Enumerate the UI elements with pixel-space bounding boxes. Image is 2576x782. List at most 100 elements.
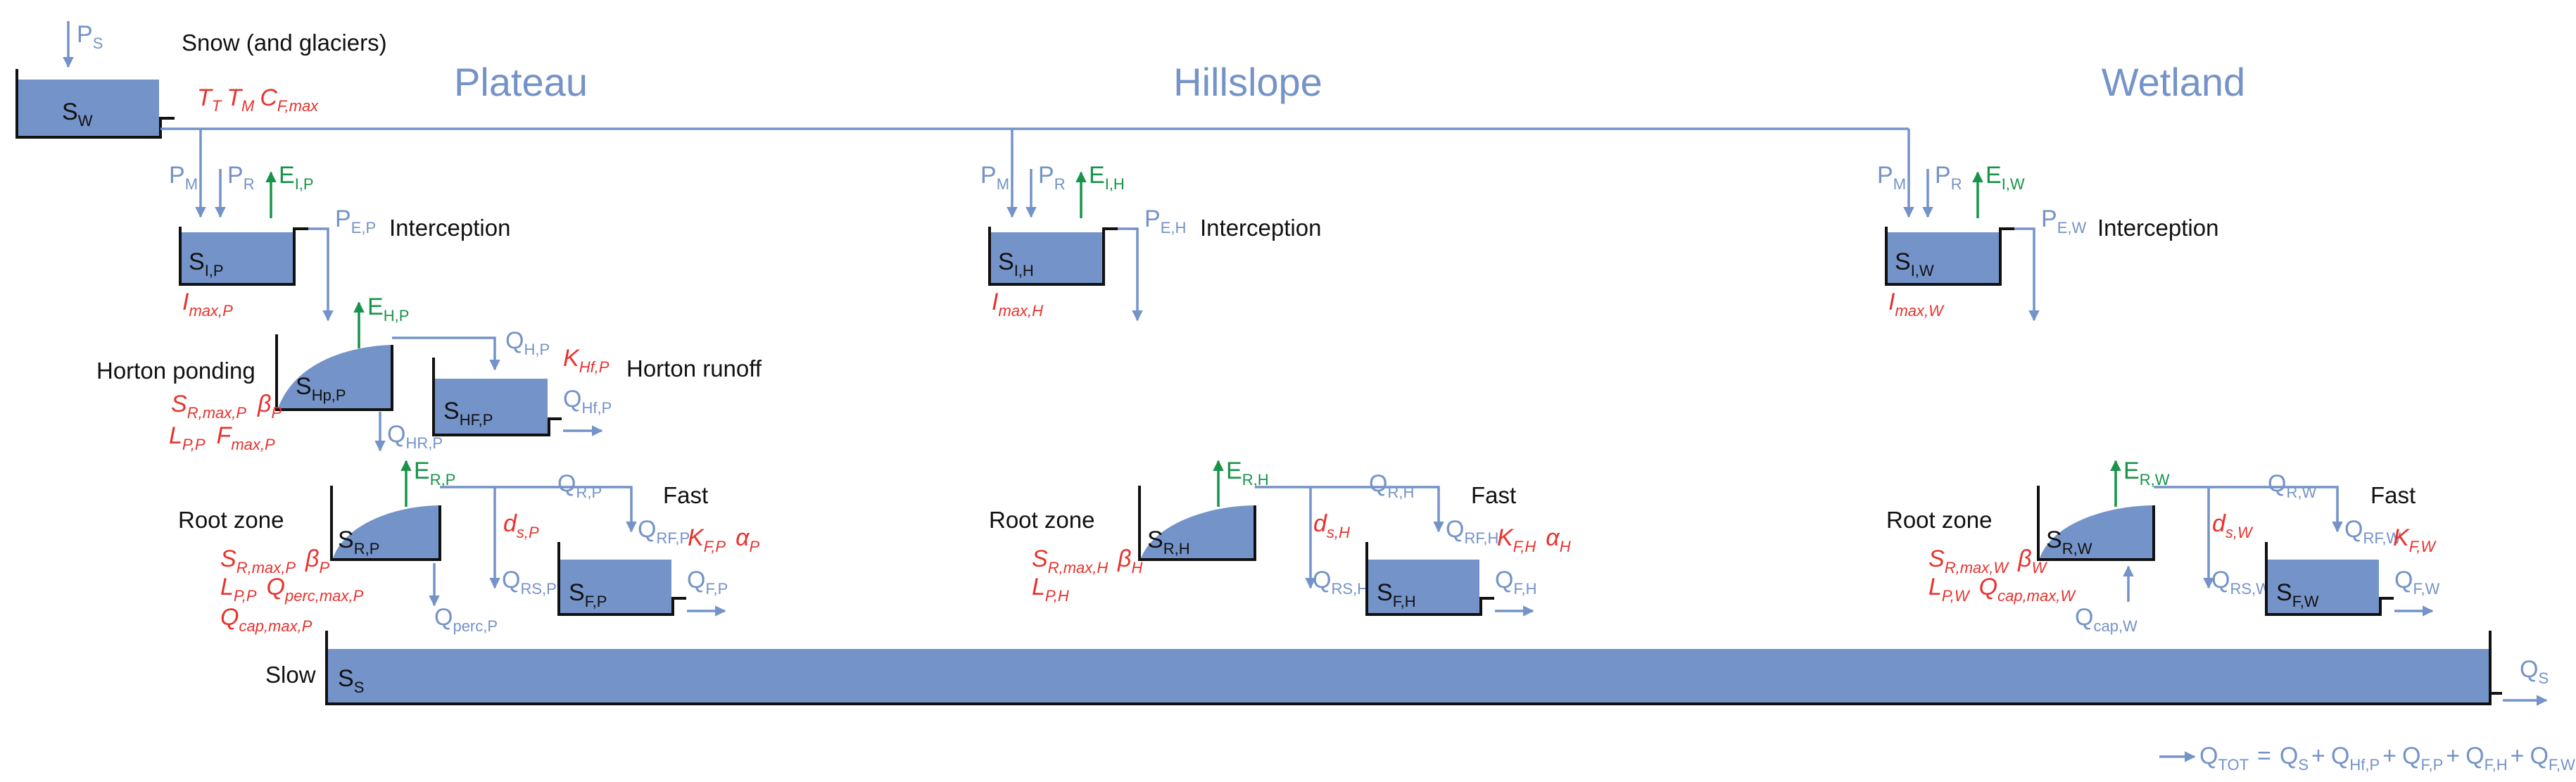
total-discharge-equation: QTOT=QS+QHf,P+QF,P+QF,H+QF,W bbox=[2159, 743, 2575, 774]
wetland-root-zone-title: Root zone bbox=[1886, 507, 1992, 533]
wetland-header: Wetland bbox=[2102, 60, 2245, 104]
hillslope-ds-label: ds,H bbox=[1313, 510, 1350, 541]
hillslope-fast-fill bbox=[1368, 560, 1479, 613]
plateau-interception-store-label: SI,P bbox=[189, 248, 224, 279]
plateau-root-wall bbox=[330, 486, 441, 561]
horton-ponding-store-label: SHp,P bbox=[296, 373, 346, 404]
plateau-fast-wall bbox=[557, 542, 686, 616]
hillslope-interception-store-label: SI,H bbox=[998, 248, 1034, 279]
plateau-interception-fill bbox=[180, 232, 293, 283]
hillslope-interception-wall bbox=[988, 227, 1118, 286]
snow-store-fill bbox=[17, 80, 159, 136]
hillslope-effective-precip-label: PE,H bbox=[1144, 206, 1186, 237]
plateau-qh-label: QH,P bbox=[505, 327, 550, 358]
plateau-qhf-label: QHf,P bbox=[563, 386, 612, 417]
hillslope-section: PM PR EI,H SI,H Imax,H PE,H Interception… bbox=[980, 129, 1571, 617]
hillslope-root-zone-title: Root zone bbox=[989, 507, 1094, 533]
plateau-imax-label: Imax,P bbox=[182, 289, 233, 320]
wetland-qrs-label: QRS,W bbox=[2211, 567, 2271, 598]
slow-section: Slow SS QS bbox=[265, 631, 2549, 706]
plateau-root-params-row3: Qcap,max,P bbox=[220, 604, 312, 635]
hillslope-imax-label: Imax,H bbox=[992, 289, 1043, 320]
plateau-ds-label: ds,P bbox=[503, 510, 539, 541]
slow-qs-label: QS bbox=[2520, 656, 2549, 687]
plateau-section: PM PR EI,P SI,P Imax,P PE,P Interception… bbox=[96, 129, 762, 635]
wetland-interception-store-label: SI,W bbox=[1895, 248, 1934, 279]
horton-fast-fill bbox=[435, 379, 548, 434]
plateau-interception-wall bbox=[179, 227, 308, 286]
hillslope-root-params-row2: LP,H bbox=[1032, 574, 1069, 605]
horton-ponding-title: Horton ponding bbox=[96, 358, 255, 384]
wetland-melt-label: PM bbox=[1877, 162, 1906, 193]
slow-store-label: SS bbox=[338, 665, 364, 696]
slow-store-fill bbox=[328, 649, 2489, 702]
plateau-qhr-label: QHR,P bbox=[387, 421, 443, 452]
hillslope-rain-label: PR bbox=[1038, 162, 1066, 193]
plateau-effective-precip-label: PE,P bbox=[335, 206, 376, 237]
hillslope-root-wall bbox=[1138, 486, 1256, 561]
hillslope-effective-precip-arrow bbox=[1118, 227, 1143, 322]
slow-store-wall bbox=[325, 631, 2502, 705]
wetland-fast-wall bbox=[2265, 542, 2394, 616]
plateau-khf-label: KHf,P bbox=[563, 345, 610, 376]
hillslope-interception-fill bbox=[990, 232, 1102, 283]
hillslope-fast-store-label: SF,H bbox=[1377, 579, 1416, 610]
plateau-qrs-label: QRS,P bbox=[502, 567, 557, 598]
plateau-qr-arrow bbox=[440, 486, 637, 533]
snow-store-label: SW bbox=[62, 99, 93, 130]
total-equation-text: QTOT=QS+QHf,P+QF,P+QF,H+QF,W bbox=[2199, 743, 2575, 774]
wetland-qf-label: QF,W bbox=[2394, 567, 2440, 598]
hillslope-qrs-label: QRS,H bbox=[1313, 567, 1368, 598]
slow-title: Slow bbox=[265, 662, 316, 688]
plateau-qf-label: QF,P bbox=[687, 567, 728, 598]
hillslope-fast-title: Fast bbox=[1471, 482, 1516, 508]
hillslope-root-store-label: SR,H bbox=[1147, 526, 1190, 557]
wetland-root-fill bbox=[2040, 505, 2152, 558]
wetland-fast-title: Fast bbox=[2370, 482, 2416, 508]
plateau-melt-label: PM bbox=[169, 162, 198, 193]
wetland-interception-wall bbox=[1885, 227, 2014, 286]
wetland-ds-label: ds,W bbox=[2212, 510, 2254, 541]
hillslope-interception-title: Interception bbox=[1200, 215, 1321, 241]
wetland-qcap-label: Qcap,W bbox=[2075, 604, 2138, 635]
plateau-root-zone-title: Root zone bbox=[178, 507, 284, 533]
wetland-interception-fill bbox=[1886, 232, 1999, 283]
wetland-effective-precip-label: PE,W bbox=[2041, 206, 2086, 237]
snow-title: Snow (and glaciers) bbox=[182, 30, 387, 56]
hillslope-beta-label: βH bbox=[1117, 545, 1142, 576]
hillslope-root-fill bbox=[1141, 505, 1254, 558]
plateau-fast-title: Fast bbox=[663, 482, 708, 508]
plateau-header: Plateau bbox=[454, 60, 588, 104]
hillslope-fast-wall bbox=[1365, 542, 1494, 616]
snow-input-label: PS bbox=[77, 21, 103, 52]
plateau-horton-overflow-arrow bbox=[392, 336, 500, 371]
plateau-qr-label: QR,P bbox=[557, 470, 602, 501]
plateau-fast-store-label: SF,P bbox=[569, 579, 607, 610]
hillslope-root-params-row1: SR,max,H bbox=[1032, 545, 1108, 576]
wetland-imax-label: Imax,W bbox=[1888, 289, 1945, 320]
plateau-qrf-label: QRF,P bbox=[638, 516, 690, 547]
wetland-interception-evap-label: EI,W bbox=[1985, 162, 2025, 193]
plateau-root-store-label: SR,P bbox=[338, 526, 379, 557]
horton-ponding-fill bbox=[278, 345, 391, 408]
hillslope-qrf-label: QRF,H bbox=[1446, 516, 1498, 547]
wetland-qrf-label: QRF,W bbox=[2344, 516, 2401, 547]
wetland-fast-fill bbox=[2268, 560, 2379, 613]
hillslope-header: Hillslope bbox=[1173, 60, 1322, 104]
wetland-qr-label: QR,W bbox=[2268, 470, 2316, 501]
wetland-effective-precip-arrow bbox=[2014, 227, 2040, 322]
hillslope-qr-label: QR,H bbox=[1369, 470, 1414, 501]
horton-runoff-title: Horton runoff bbox=[626, 355, 762, 381]
plateau-rain-label: PR bbox=[227, 162, 255, 193]
wetland-section: PM PR EI,W SI,W Imax,W PE,W Interception… bbox=[1877, 129, 2440, 635]
plateau-root-fill bbox=[333, 505, 438, 558]
wetland-fast-params: KF,W bbox=[2393, 524, 2437, 555]
